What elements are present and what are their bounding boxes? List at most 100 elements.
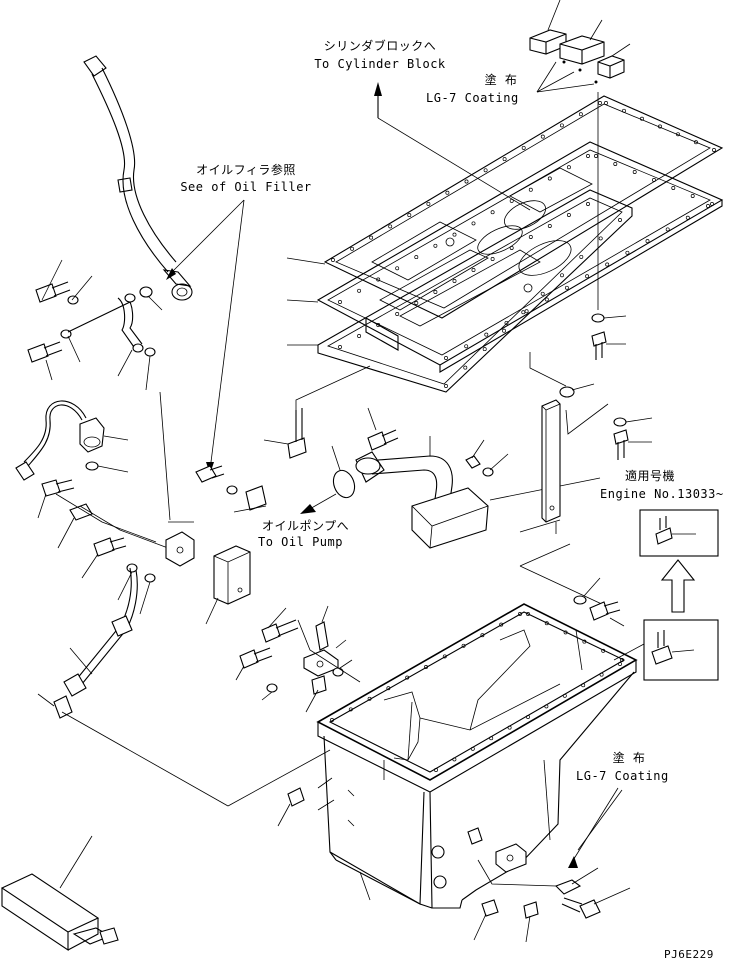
to-oil-pump-arrow [300, 493, 337, 514]
pan-side-bolts [235, 605, 361, 713]
bolt-hole [490, 257, 495, 261]
plate-leaders [286, 257, 326, 346]
bolt-hole [480, 633, 485, 638]
bolt-hole [509, 246, 514, 250]
bolt-hole [564, 285, 569, 290]
bolt-hole [338, 345, 342, 349]
bolt-hole [376, 323, 381, 327]
bolt-hole [444, 356, 448, 360]
coating-bottom-en: LG-7 Coating [576, 769, 669, 783]
bolt-hole [521, 145, 526, 150]
bolt-hole [490, 210, 495, 215]
bolt-hole [452, 757, 457, 762]
oil-filler-tube [83, 55, 245, 474]
bolt-hole [566, 165, 571, 170]
bolt-hole [502, 328, 506, 333]
engine-no-boxes [613, 509, 719, 681]
bolt-hole [586, 154, 590, 158]
bolt-hole [414, 255, 419, 260]
oil-filler-jp: オイルフィラ参照 [196, 163, 296, 177]
pan-plug [277, 777, 335, 827]
bolt-hole [581, 683, 586, 688]
bolt-hole [483, 168, 488, 173]
bolt-hole [452, 279, 457, 283]
bolt-hole [405, 675, 410, 680]
bolt-hole [386, 686, 391, 691]
oil-filler-en: See of Oil Filler [180, 180, 312, 194]
bolt-hole [658, 124, 662, 129]
bolt-hole [690, 194, 695, 198]
bolt-hole [504, 320, 509, 325]
bolt-hole [585, 274, 590, 279]
bolt-hole [414, 301, 419, 305]
bolt-hole [559, 123, 564, 128]
bolt-hole [369, 235, 374, 240]
bottom-gasket [317, 189, 633, 393]
bolt-hole [442, 654, 447, 659]
right-stay [519, 92, 653, 627]
bolt-hole [566, 213, 571, 217]
bolt-hole [645, 239, 650, 244]
bolt-hole [433, 290, 438, 294]
bolt-hole [507, 725, 512, 730]
bolt-hole [547, 176, 552, 181]
bolt-hole [528, 235, 533, 239]
pan-bottom-bolts [359, 787, 631, 943]
bolt-hole [560, 273, 564, 278]
bolt-hole [348, 707, 353, 712]
top-gasket [323, 95, 724, 319]
bolt-hole [331, 258, 335, 262]
oil-line-tube [37, 567, 331, 807]
bolt-hole [444, 384, 448, 388]
pan-holes [330, 612, 624, 772]
coating-bottom-jp: 塗 布 [612, 751, 646, 765]
engine-no-jp: 適用号機 [624, 469, 675, 483]
bolt-hole [526, 715, 530, 719]
bolt-hole [426, 201, 431, 206]
bolt-hole [376, 277, 381, 282]
bolt-hole [433, 243, 438, 248]
bolt-hole [562, 693, 567, 698]
oil-pump-jp: オイルポンプへ [262, 519, 350, 533]
bolt-hole [521, 310, 526, 315]
bolt-hole [407, 213, 412, 218]
bolt-hole [605, 262, 610, 267]
bolt-hole [470, 746, 475, 751]
bolt-hole [586, 202, 590, 206]
bolt-hole [524, 309, 529, 314]
bolt-hole [540, 134, 545, 139]
bolt-hole [484, 332, 489, 337]
bolt-hole [540, 291, 545, 296]
bolt-hole [582, 639, 587, 644]
bolt-hole [620, 658, 624, 662]
bolt-hole [482, 347, 487, 352]
bolt-hole [395, 312, 400, 316]
bolt-hole [563, 630, 568, 635]
bolt-hole [578, 112, 583, 117]
bolt-hole [471, 268, 476, 272]
bolt-hole [604, 101, 608, 105]
bolt-hole [464, 179, 469, 184]
bolt-hole [395, 266, 400, 271]
bolt-hole [544, 621, 549, 626]
bolt-hole [461, 643, 466, 648]
bolt-hole [710, 202, 714, 206]
engine-no-en: Engine No.13033~ [600, 487, 724, 501]
bolt-hole [625, 250, 630, 255]
coating-top-jp: 塗 布 [484, 73, 518, 87]
bolt-hole [489, 736, 494, 741]
bolt-hole [350, 246, 355, 251]
tool [0, 835, 119, 952]
middle-plate [316, 141, 724, 373]
bolt-hole [434, 768, 438, 772]
bolt-hole [338, 300, 342, 304]
left-bolts [27, 259, 156, 391]
plate-holes [331, 101, 716, 388]
drawing-code: PJ6E229 [664, 948, 714, 961]
to-cylinder-block-arrow [374, 82, 531, 211]
bolt-hole [665, 227, 670, 232]
sensor-cable [15, 400, 129, 481]
suction-pipe [331, 436, 489, 549]
